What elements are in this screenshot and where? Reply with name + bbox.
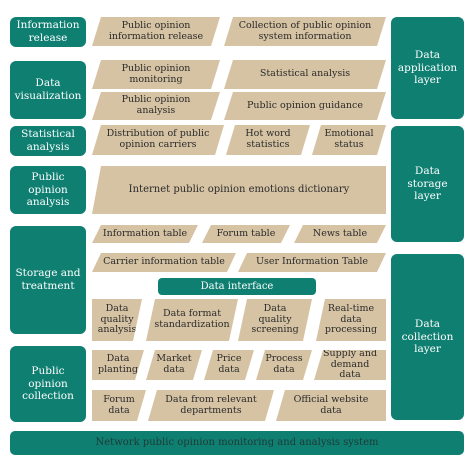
box-official-website-data: Official website data [276,390,386,421]
box-data-planting: Data planting [92,350,144,380]
box-public-opinion-guidance: Public opinion guidance [224,92,386,120]
layer-statistical-analysis: Statistical analysis [10,126,86,156]
box-data-from-relevant-departments: Data from relevant departments [148,390,274,421]
box-public-opinion-information-release: Public opinion information release [92,17,220,46]
box-information-table: Information table [92,225,198,243]
box-statistical-analysis: Statistical analysis [224,60,386,89]
box-hot-word-statistics: Hot word statistics [226,125,310,155]
box-data-format-standardization: Data format standardization [146,299,238,341]
box-carrier-information-table: Carrier information table [92,253,236,272]
layer-information-release: Information release [10,17,86,47]
box-data-quality-analysis: Data quality analysis [92,299,142,341]
layer-public-opinion-analysis: Public opinion analysis [10,166,86,214]
data-interface-bar: Data interface [158,278,316,295]
box-supply-and-demand-data: Supply and demand data [314,350,386,380]
footer-system-title: Network public opinion monitoring and an… [10,431,464,455]
layer-data-visualization: Data visualization [10,61,86,119]
layer-public-opinion-collection: Public opinion collection [10,346,86,422]
box-distribution-of-carriers: Distribution of public opinion carriers [92,125,224,155]
box-public-opinion-analysis: Public opinion analysis [92,92,220,120]
box-news-table: News table [294,225,386,243]
box-realtime-data-processing: Real-time data processing [316,299,386,341]
box-price-data: Price data [204,350,254,380]
box-emotional-status: Emotional status [312,125,386,155]
box-public-opinion-monitoring: Public opinion monitoring [92,60,220,89]
box-collection-system-information: Collection of public opinion system info… [224,17,386,46]
layer-storage-and-treatment: Storage and treatment [10,226,86,334]
box-user-information-table: User Information Table [238,253,386,272]
layer-data-collection: Data collection layer [391,254,464,420]
box-forum-table: Forum table [202,225,290,243]
layer-data-storage: Data storage layer [391,126,464,242]
box-emotions-dictionary: Internet public opinion emotions diction… [92,166,386,214]
layer-data-application: Data application layer [391,17,464,119]
box-forum-data: Forum data [92,390,146,421]
box-market-data: Market data [146,350,202,380]
box-data-quality-screening: Data quality screening [238,299,312,341]
box-process-data: Process data [256,350,312,380]
